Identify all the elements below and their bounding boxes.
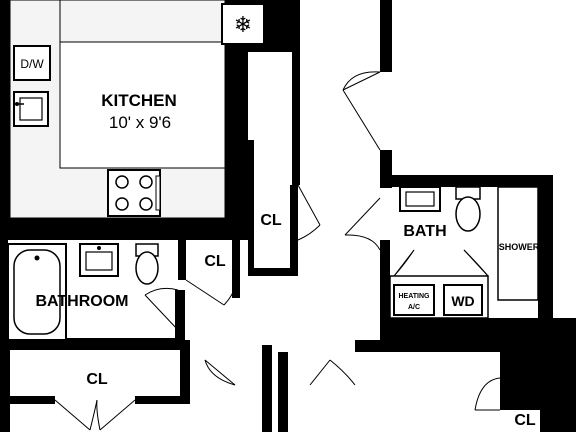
wall-kitchen-right xyxy=(225,50,248,240)
wall-bath-left xyxy=(380,240,390,350)
kitchen-top-counter xyxy=(59,0,226,43)
sink-icon xyxy=(79,243,119,277)
door-swings xyxy=(54,71,501,431)
wall-bathroom-left xyxy=(0,238,8,343)
sink-icon xyxy=(13,91,49,127)
heating-unit: HEATING A/C xyxy=(393,284,435,316)
heating-label-line2: A/C xyxy=(408,304,420,311)
toilet-icon xyxy=(135,243,159,285)
washer-dryer-label: WD xyxy=(451,293,474,309)
wall-left-upper xyxy=(0,0,10,220)
wall-closet2-right xyxy=(232,238,240,298)
freezer: ❄ xyxy=(221,3,265,45)
shower-stall xyxy=(497,186,539,301)
wall-lower-center-a xyxy=(262,345,272,432)
closet-label-4: CL xyxy=(514,412,536,429)
dishwasher-label: D/W xyxy=(20,57,44,71)
wall-lower-closet-bottom xyxy=(0,396,55,404)
closet-label-2: CL xyxy=(204,253,226,270)
wall-lower-closet-bottom2 xyxy=(135,396,190,404)
kitchen-name: KITCHEN xyxy=(101,91,177,110)
washer-dryer: WD xyxy=(443,284,483,316)
shower-label: SHOWER xyxy=(499,242,540,252)
wall-closet1-bottom xyxy=(248,268,298,276)
wall-lower-horizontal xyxy=(355,340,576,352)
bathtub-icon xyxy=(7,243,67,341)
wall-bath-top xyxy=(380,175,550,187)
wall-closet2-left xyxy=(178,238,186,280)
closet-label-1: CL xyxy=(260,212,282,229)
kitchen-floor-inner xyxy=(59,41,226,169)
wall-kitchen-bottom xyxy=(0,218,250,240)
wall-bath-right xyxy=(538,175,553,335)
sink-icon xyxy=(399,186,441,212)
wall-lower-center-b xyxy=(278,352,288,432)
toilet-icon xyxy=(455,186,481,232)
wall-lower-closet-right xyxy=(180,340,190,400)
bathroom-label: BATHROOM xyxy=(35,293,128,310)
wall-bathroom-right xyxy=(175,290,185,350)
utility-doors xyxy=(393,249,489,277)
wall-closet1-right xyxy=(290,185,298,275)
wall-lower-left xyxy=(0,340,10,432)
closet-label-3: CL xyxy=(86,371,108,388)
heating-label-line1: HEATING xyxy=(399,293,431,300)
wall-lower-right-closet xyxy=(540,350,576,432)
kitchen-dimensions: 10' x 9'6 xyxy=(109,113,171,132)
wall-closet1-left xyxy=(248,140,254,275)
bath-label: BATH xyxy=(403,223,446,240)
wall-right-upper xyxy=(380,0,392,72)
wall-central-right xyxy=(292,0,300,185)
dishwasher: D/W xyxy=(13,45,51,81)
snowflake-icon: ❄ xyxy=(234,12,252,37)
stove-icon xyxy=(107,169,161,217)
